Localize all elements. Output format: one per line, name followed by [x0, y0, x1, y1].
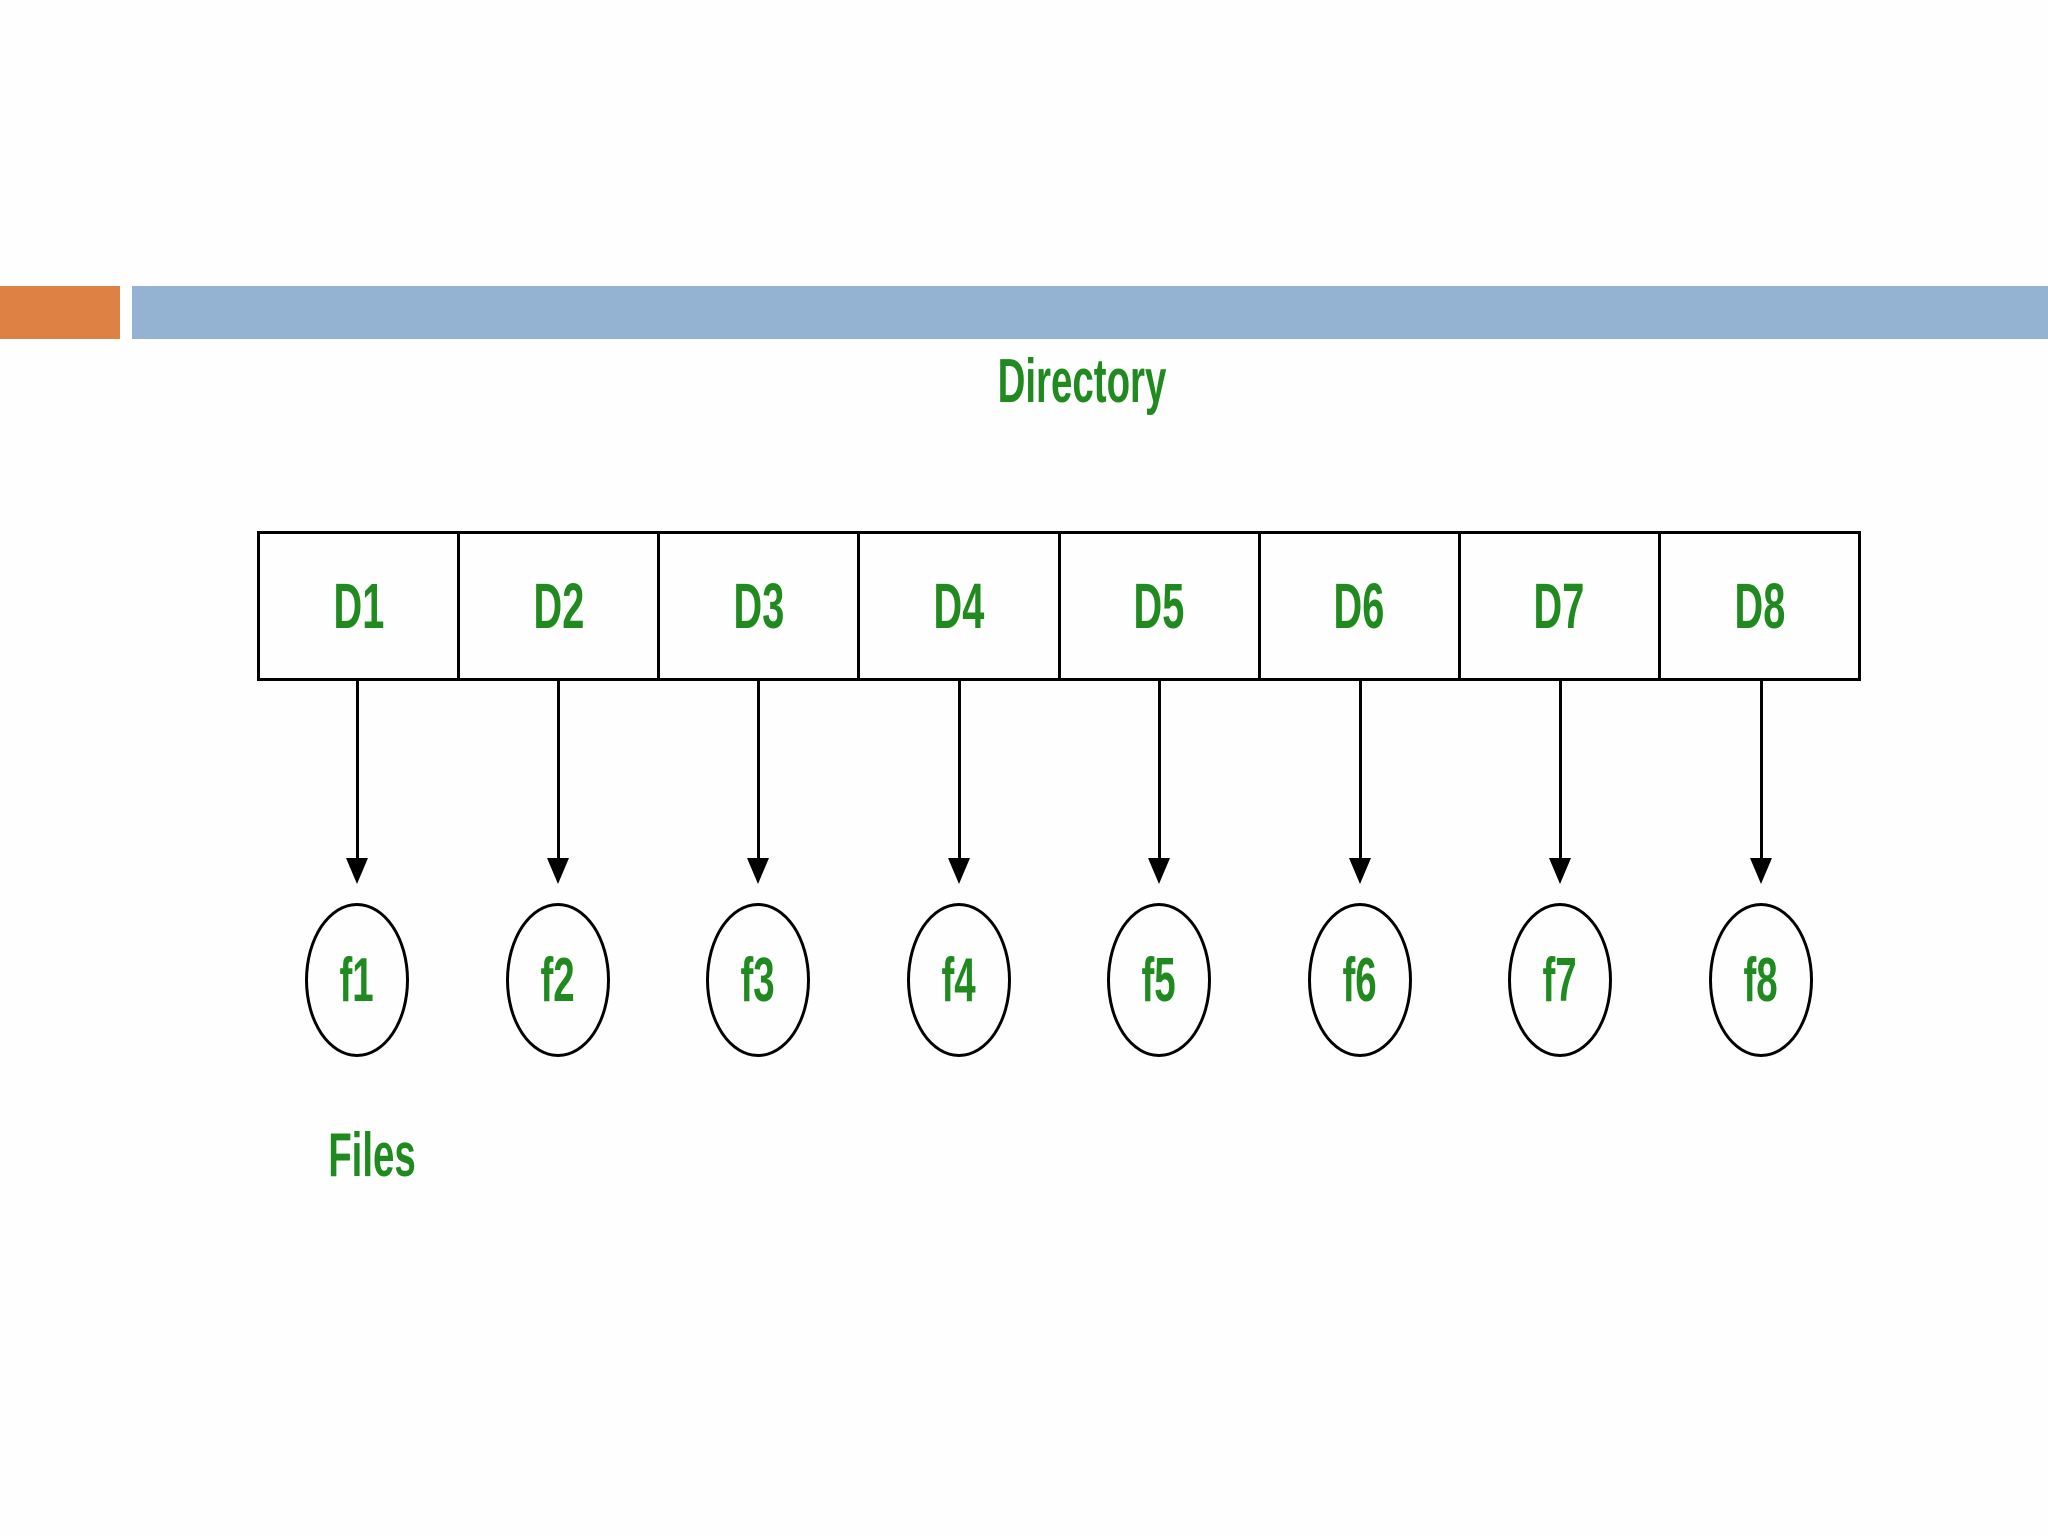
- file-node-f7: f7: [1508, 903, 1612, 1057]
- directory-box-d6: D6: [1261, 534, 1461, 678]
- directory-box-d7: D7: [1461, 534, 1661, 678]
- file-node-f8: f8: [1709, 903, 1813, 1057]
- arrow-shaft: [756, 681, 760, 877]
- directory-label: D7: [1533, 570, 1585, 642]
- files-caption-text: Files: [328, 1121, 416, 1190]
- directory-box-d4: D4: [860, 534, 1061, 678]
- arrow-shaft: [355, 681, 359, 877]
- file-node-f4: f4: [907, 903, 1011, 1057]
- directory-box-d5: D5: [1061, 534, 1261, 678]
- directory-label: D3: [733, 570, 785, 642]
- file-label: f8: [1743, 945, 1779, 1015]
- file-node-f2: f2: [506, 903, 610, 1057]
- directory-label: D1: [333, 570, 384, 642]
- file-label: f1: [339, 945, 375, 1015]
- directory-label: D5: [1133, 570, 1185, 642]
- arrow-shaft: [957, 681, 961, 877]
- directory-box-d3: D3: [660, 534, 861, 678]
- arrowhead-icon: [1148, 858, 1170, 884]
- arrowhead-icon: [346, 858, 368, 884]
- slide-accent-bar-orange: [0, 286, 120, 339]
- diagram-title: Directory: [946, 347, 1218, 416]
- diagram-title-text: Directory: [997, 347, 1167, 416]
- arrow-shaft: [1358, 681, 1362, 877]
- file-label: f2: [540, 945, 576, 1015]
- arrow-shaft: [1558, 681, 1562, 877]
- arrow-shaft: [1157, 681, 1161, 877]
- directory-table: D1 D2 D3 D4 D5 D6 D7 D8: [257, 531, 1861, 681]
- directory-label: D6: [1333, 570, 1385, 642]
- file-label: f5: [1141, 945, 1177, 1015]
- arrow-shaft: [1759, 681, 1763, 877]
- file-node-f5: f5: [1107, 903, 1211, 1057]
- directory-label: D2: [533, 570, 585, 642]
- arrowhead-icon: [547, 858, 569, 884]
- arrowhead-icon: [1549, 858, 1571, 884]
- arrow-shaft: [556, 681, 560, 877]
- arrowhead-icon: [1750, 858, 1772, 884]
- files-caption: Files: [301, 1121, 442, 1190]
- file-label: f3: [740, 945, 776, 1015]
- file-label: f7: [1542, 945, 1578, 1015]
- arrowhead-icon: [1349, 858, 1371, 884]
- file-node-f6: f6: [1308, 903, 1412, 1057]
- arrowhead-icon: [948, 858, 970, 884]
- file-label: f4: [941, 945, 977, 1015]
- directory-label: D8: [1734, 570, 1785, 642]
- directory-label: D4: [933, 570, 985, 642]
- directory-box-d8: D8: [1661, 534, 1858, 678]
- file-node-f1: f1: [305, 903, 409, 1057]
- file-label: f6: [1342, 945, 1378, 1015]
- arrowhead-icon: [747, 858, 769, 884]
- directory-box-d2: D2: [460, 534, 661, 678]
- slide-accent-bar-blue: [132, 286, 2048, 339]
- directory-box-d1: D1: [260, 534, 461, 678]
- file-node-f3: f3: [706, 903, 810, 1057]
